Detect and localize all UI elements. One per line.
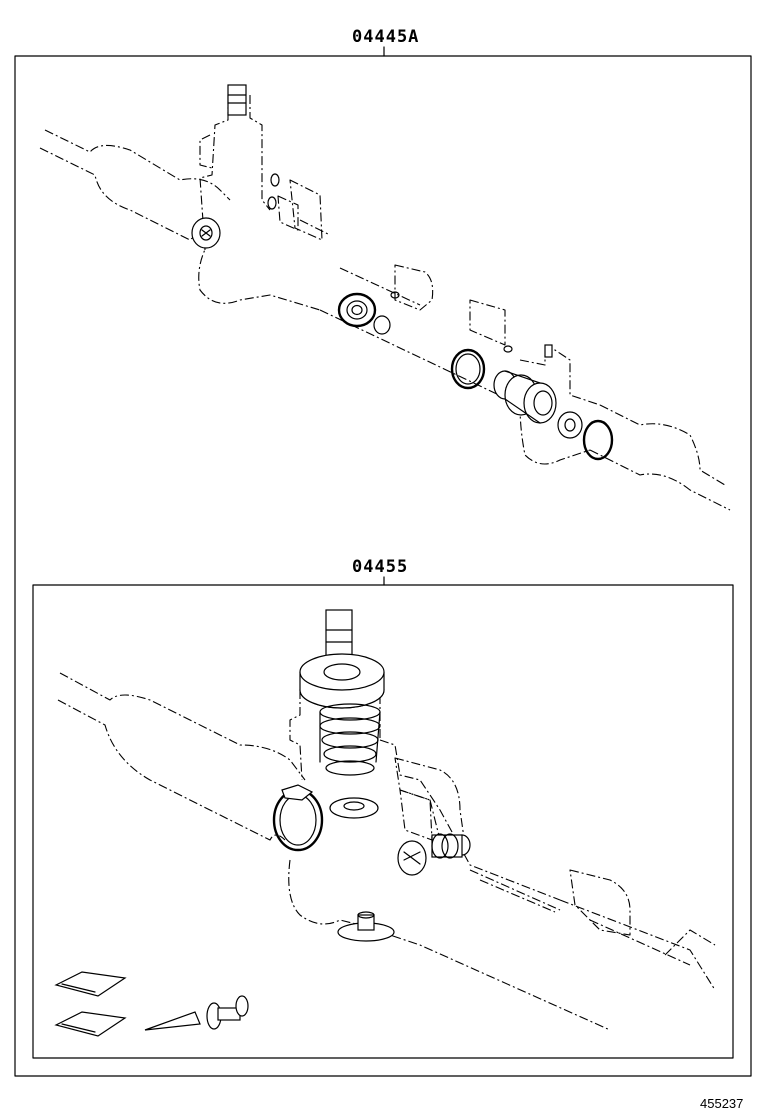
grease-packet-2 (54, 1011, 127, 1037)
rack-guide-spring (319, 703, 381, 776)
mount-bushing-right (557, 411, 583, 439)
steering-rack-outline-2 (57, 672, 716, 1031)
illustration-ref-number: 455237 (700, 1096, 743, 1111)
kit-04455-frame (32, 584, 734, 1059)
pinion-shaft-1 (227, 84, 247, 116)
o-ring-tiny-1 (390, 291, 400, 299)
kit-04445a-label: 04445A (352, 27, 419, 47)
bleeder-nipple-1 (544, 344, 553, 358)
hose-clamp (272, 784, 324, 852)
pinion-shaft-2 (325, 609, 353, 663)
push-pin-bolt (144, 995, 249, 1031)
oil-seal (337, 292, 377, 328)
kit-04445a-frame (14, 55, 752, 1077)
o-ring-tiny-2 (503, 345, 513, 353)
flat-washer (329, 797, 379, 819)
rack-bushing (337, 911, 395, 942)
o-ring-small-2 (267, 196, 277, 210)
steering-rack-outline-1 (39, 95, 731, 511)
kit-04455-label: 04455 (352, 557, 408, 577)
o-ring-small-1 (270, 173, 280, 187)
control-valve-plug (397, 833, 471, 876)
mount-bushing-left (191, 217, 221, 249)
kit-04445a-group: 04445A (14, 27, 752, 1077)
o-ring-medium (373, 315, 391, 335)
rack-seal-ring-1 (450, 348, 486, 390)
rack-seal-ring-1-inner (455, 353, 481, 385)
rack-piston-seal (493, 370, 557, 424)
grease-packet-1 (54, 971, 127, 997)
housing-cap (299, 653, 385, 709)
kit-04455-group: 04455 (32, 557, 734, 1059)
rack-seal-ring-2 (582, 419, 614, 461)
